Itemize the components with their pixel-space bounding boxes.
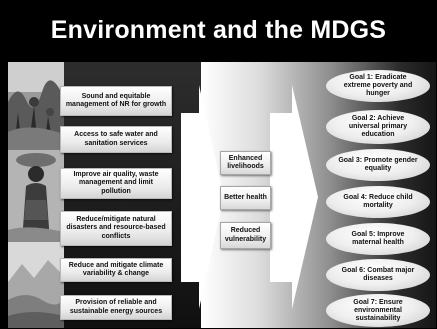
landscape-photo [8,242,64,328]
slide-title: Environment and the MDGS [50,15,387,44]
goal-2-ellipse: Goal 2: Achieve universal primary educat… [326,110,430,144]
arrow-inputs-to-outcomes [181,85,224,309]
outcome-box-health: Better health [220,186,271,210]
goal-7-ellipse: Goal 7: Ensure environmental sustainabil… [326,294,430,327]
woman-carrying-photo [8,150,64,242]
input-box-water-sanitation: Access to safe water and sanitation serv… [60,126,172,153]
goal-4-ellipse: Goal 4: Reduce child mortality [326,186,430,218]
arrow-outcomes-to-goals [270,85,318,309]
input-box-climate: Reduce and mitigate climate variability … [60,258,172,282]
input-box-natural-resources: Sound and equitable management of NR for… [60,86,172,116]
input-box-energy: Provision of reliable and sustainable en… [60,295,172,320]
goal-1-ellipse: Goal 1: Eradicate extreme poverty and hu… [326,70,430,102]
outcome-box-vulnerability: Reduced vulnerability [220,222,271,249]
photo-strip [8,62,64,328]
outcome-box-livelihoods: Enhanced livelihoods [220,151,271,175]
goal-3-ellipse: Goal 3: Promote gender equality [326,149,430,181]
input-box-air-quality: Improve air quality, waste management an… [60,168,172,199]
input-box-disasters: Reduce/mitigate natural disasters and re… [60,211,172,246]
goal-5-ellipse: Goal 5: Improve maternal health [326,223,430,255]
farmers-photo [8,62,64,150]
goal-6-ellipse: Goal 6: Combat major diseases [326,259,430,291]
